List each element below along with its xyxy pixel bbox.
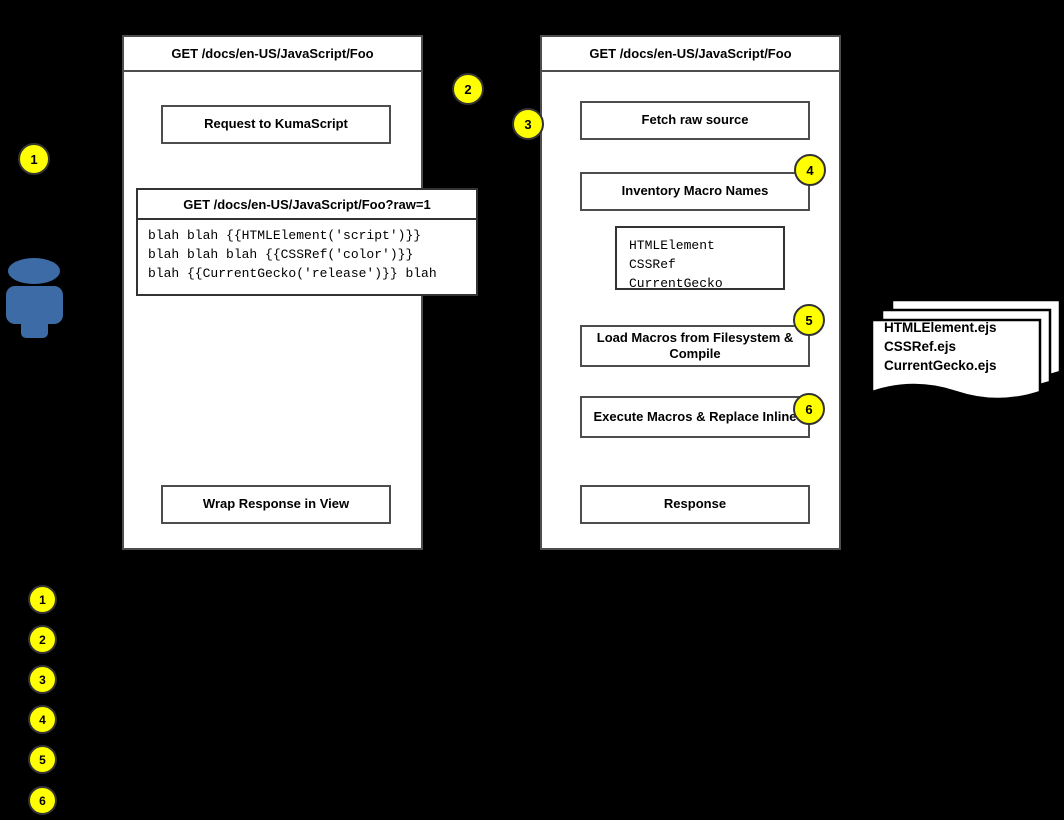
badge-step-4[interactable]: 4 [794,154,826,186]
macro-file-3: CurrentGecko.ejs [884,358,997,374]
connector-actor-to-wrap-response [32,338,160,507]
raw-source-panel-body: blah blah {{HTMLElement('script')}} blah… [138,220,476,287]
box-execute-macros-replace-inline[interactable]: Execute Macros & Replace Inline [580,396,810,438]
box-load-macros-from-filesystem[interactable]: Load Macros from Filesystem & Compile [580,325,810,367]
box-response[interactable]: Response [580,485,810,524]
box-request-to-kumascript[interactable]: Request to KumaScript [161,105,391,144]
legend-badge-6[interactable]: 6 [28,786,57,815]
macro-file-1: HTMLElement.ejs [884,320,997,335]
badge-step-2[interactable]: 2 [452,73,484,105]
macro-files-stack-icon [870,298,1062,401]
lane-kuma-header: GET /docs/en-US/JavaScript/Foo [124,37,421,72]
macro-names-list: HTMLElement CSSRef CurrentGecko [615,226,785,292]
macro-name-3: CurrentGecko [629,276,723,292]
box-inventory-macro-names[interactable]: Inventory Macro Names [580,172,810,211]
box-wrap-response-in-view[interactable]: Wrap Response in View [161,485,391,524]
raw-source-line-1: blah blah {{HTMLElement('script')}} [148,228,422,243]
raw-source-line-3: blah {{CurrentGecko('release')}} blah [148,266,437,282]
macro-files-stack-labels: HTMLElement.ejs CSSRef.ejs CurrentGecko.… [884,318,997,375]
macro-name-2: CSSRef [629,257,676,273]
raw-source-line-2: blah blah blah {{CSSRef('color')}} [148,247,414,263]
legend-badge-5[interactable]: 5 [28,745,57,774]
macro-name-1: HTMLElement [629,238,715,253]
box-fetch-raw-source[interactable]: Fetch raw source [580,101,810,140]
raw-source-panel: GET /docs/en-US/JavaScript/Foo?raw=1 bla… [136,188,478,296]
macro-file-2: CSSRef.ejs [884,339,957,355]
badge-step-1[interactable]: 1 [18,143,50,175]
legend-badge-1[interactable]: 1 [28,585,57,614]
badge-step-5[interactable]: 5 [793,304,825,336]
raw-source-panel-title: GET /docs/en-US/JavaScript/Foo?raw=1 [138,190,476,220]
legend-badge-2[interactable]: 2 [28,625,57,654]
legend-badge-3[interactable]: 3 [28,665,57,694]
badge-step-6[interactable]: 6 [793,393,825,425]
lane-kumascript-header: GET /docs/en-US/JavaScript/Foo [542,37,839,72]
badge-step-3[interactable]: 3 [512,108,544,140]
user-actor-icon [6,258,63,338]
legend-badge-4[interactable]: 4 [28,705,57,734]
